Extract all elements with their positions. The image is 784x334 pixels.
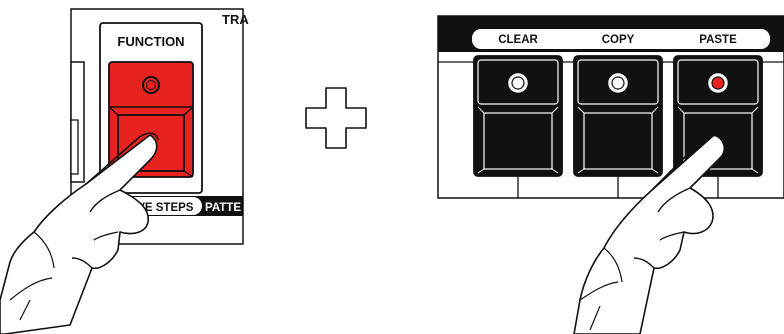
clear-label: CLEAR [498,34,538,46]
paste-label: PASTE [699,34,737,46]
right-panel: CLEAR COPY PASTE [438,16,784,198]
copy-label: COPY [602,34,635,46]
function-led [143,77,159,93]
plus-icon [306,88,366,148]
clear-button[interactable] [474,56,562,176]
copy-button[interactable] [574,56,662,176]
function-label: FUNCTION [117,34,184,49]
partial-adjacent-button-inner [71,120,78,174]
strip-text-right: PATTE [205,202,241,214]
partial-top-label: TRA [222,12,249,27]
